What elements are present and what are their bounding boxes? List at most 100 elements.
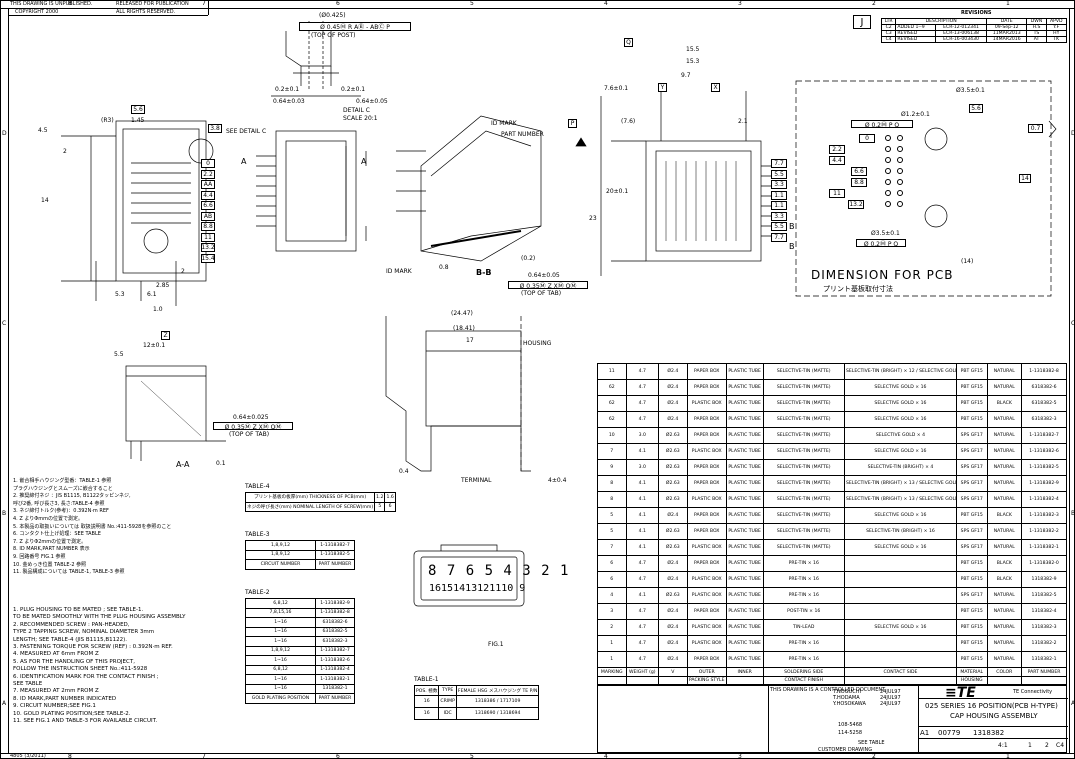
dim-box-right: AB xyxy=(201,211,215,221)
label-housing: HOUSING xyxy=(523,340,552,347)
main-table-cell: SELECTIVE GOLD × 16 xyxy=(843,379,957,396)
note-jp-line: 6. コンタクト仕上げ処理：SEE TABLE xyxy=(13,531,101,538)
main-table-cell: PBT GF15 xyxy=(955,379,988,396)
main-table-cell: 3.0 xyxy=(625,427,660,444)
main-table-cell: PLASTIC BOX xyxy=(686,587,727,604)
main-table-cell: NATURAL xyxy=(986,651,1023,668)
main-table-cell: Ø2.63 xyxy=(658,475,688,492)
table-cell: 1~16 xyxy=(245,683,316,694)
zone-top-label: 7 xyxy=(202,0,206,7)
dim-box-right: 6.6 xyxy=(201,201,215,210)
dim-2-1: 2.1 xyxy=(738,118,748,125)
dim-0-2-paren: (0.2) xyxy=(521,255,536,262)
revision-cell: 14MAR2016 xyxy=(985,36,1028,43)
label-top-of-post: (TOP OF POST) xyxy=(311,32,356,39)
main-table-cell: SELECTIVE GOLD × 16 xyxy=(843,539,957,556)
dim-02-b: 0.2±0.1 xyxy=(341,86,366,93)
dim-12: 12±0.1 xyxy=(143,342,166,349)
zone-side-label-right: C xyxy=(1071,320,1075,327)
main-table-cell: PRE-TIN × 16 xyxy=(762,651,845,668)
main-table-header-cell: MARKING xyxy=(597,667,627,677)
dim-064-025: 0.64±0.025 xyxy=(233,414,269,421)
main-table-header-cell: CONTACT SIDE xyxy=(843,667,957,677)
main-table-cell: SELECTIVE-TIN (BRIGHT) × 13 / SELECTIVE … xyxy=(843,491,957,508)
main-table-cell: 1-1318382-5 xyxy=(1021,459,1067,476)
note-en-line: 2. RECOMMENDED SCREW : PAN-HEADED, xyxy=(13,621,130,628)
datum-p: P xyxy=(568,119,577,128)
main-table-cell: 3 xyxy=(597,603,627,620)
main-table-cell: 4.1 xyxy=(625,539,660,556)
main-table-cell: 4.1 xyxy=(625,491,660,508)
revision-cell: C4 xyxy=(880,36,897,43)
note-en-line: 6. IDENTIFICATION MARK FOR THE CONTACT F… xyxy=(13,673,159,680)
main-table-cell: PLASTIC BOX xyxy=(686,571,727,588)
zone-top-label: 3 xyxy=(738,0,742,7)
dim-24-47: (24.47) xyxy=(451,310,473,317)
dim-17: 17 xyxy=(466,337,474,344)
dim-0-1: 0.1 xyxy=(216,460,226,467)
main-table-cell: SELECTIVE GOLD × 16 xyxy=(843,619,957,636)
main-table-cell: PRE-TIN × 16 xyxy=(762,635,845,652)
main-table-cell: 62 xyxy=(597,395,627,412)
table1-header-cell: FEMALE HSG メスハウジング TE P/N xyxy=(455,685,540,696)
main-table-cell: SELECTIVE-TIN (MATTE) xyxy=(762,491,845,508)
main-table-cell xyxy=(843,635,957,652)
dim-box-right-view: 7.7 xyxy=(771,159,787,168)
main-table-cell: PAPER BOX xyxy=(686,459,727,476)
header-copyright: COPYRIGHT 2000 xyxy=(15,9,59,15)
pcb-dim-14-paren: (14) xyxy=(961,258,974,265)
main-table-cell: PRE-TIN × 16 xyxy=(762,587,845,604)
note-en-line: 4. MEASURED AT 6mm FROM Z xyxy=(13,651,99,658)
section-b-mark: B xyxy=(789,222,795,231)
main-table-cell: 2 xyxy=(597,619,627,636)
main-table-cell: 62 xyxy=(597,379,627,396)
dim-r3: (R3) xyxy=(101,117,114,124)
table-cell: 1-1318382-4 xyxy=(315,664,355,675)
note-jp-line: 9. 回路番号 FIG.1 参照 xyxy=(13,553,66,560)
table-cell: 1-1318382-1 xyxy=(315,674,355,685)
chk-date: 24JUL97 xyxy=(880,695,901,701)
main-table-header2-cell xyxy=(658,676,688,685)
pcb-row-dim: 13.2 xyxy=(848,200,864,209)
main-table-cell: PLASTIC TUBE xyxy=(725,443,764,460)
table-cell: 1,8,9,12 xyxy=(245,645,316,656)
main-table-cell: 1-1318382-2 xyxy=(1021,523,1067,540)
main-table-cell: PAPER BOX xyxy=(686,427,727,444)
table-footer-cell: PART NUMBER xyxy=(315,693,355,704)
note-jp-line: 3. ネジ締付トルク(参考)：0.392N·m REF xyxy=(13,508,109,515)
dim-box-right: 8.8 xyxy=(201,222,215,231)
main-table-cell: PLASTIC TUBE xyxy=(725,427,764,444)
main-table-cell: 1318382-4 xyxy=(1021,603,1067,620)
dim-box-right-view: 3.3 xyxy=(771,180,787,189)
main-table-header2-cell: CONTACT FINISH xyxy=(762,676,845,685)
main-table-cell: 1-1318382-4 xyxy=(1021,491,1067,508)
main-table-cell: Ø2.63 xyxy=(658,523,688,540)
zone-bottom-label: 1 xyxy=(1006,753,1010,759)
main-table-cell: PLASTIC TUBE xyxy=(725,635,764,652)
dwn-date: 24JUL97 xyxy=(880,689,901,695)
note-en-line: SEE TABLE xyxy=(13,681,43,688)
main-table-header-cell: PART NUMBER xyxy=(1021,667,1067,677)
main-table-header2-cell: HOUSING xyxy=(955,676,988,685)
label-top-of-tab: (TOP OF TAB) xyxy=(521,290,562,297)
main-table-cell: PAPER BOX xyxy=(686,523,727,540)
pcb-hole xyxy=(885,146,891,152)
main-table-cell: SELECTIVE-TIN (MATTE) xyxy=(762,443,845,460)
main-table-cell: 1-1318382-0 xyxy=(1021,555,1067,572)
note-jp-line: プラグハウジングとスムーズに嵌合すること xyxy=(13,485,113,492)
label-top-of-tab-2: (TOP OF TAB) xyxy=(229,431,270,438)
main-table-cell: PBT GF15 xyxy=(955,571,988,588)
dim-2-85: 2.85 xyxy=(156,282,170,289)
dim-phi-0425: (Ø0.425) xyxy=(319,12,346,19)
main-table-header2-cell xyxy=(625,676,660,685)
main-table-cell: Ø2.4 xyxy=(658,635,688,652)
main-table-cell: NATURAL xyxy=(986,603,1023,620)
